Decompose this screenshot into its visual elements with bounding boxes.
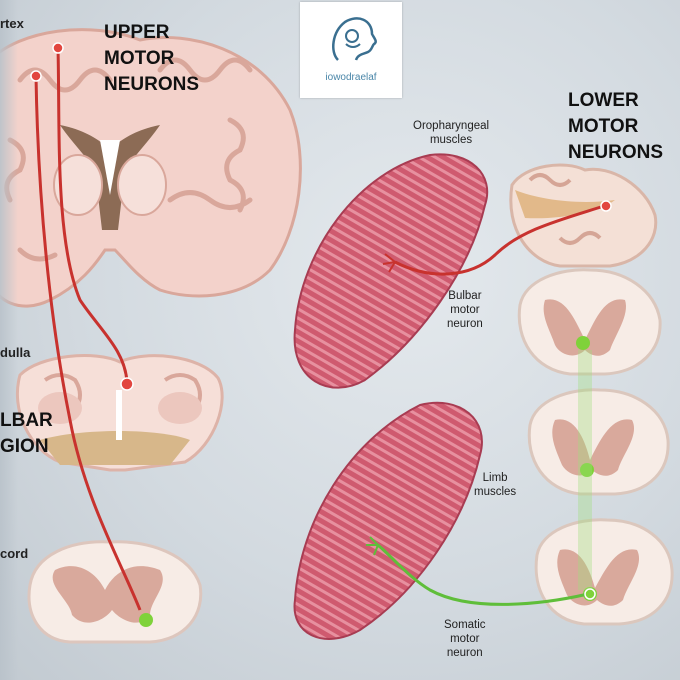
limb-muscles-label: Limb muscles (474, 472, 517, 498)
spinal-section-right-1 (517, 268, 662, 376)
upper-motor-neurons-title: UPPER MOTOR NEURONS (104, 22, 200, 95)
brand-logo: iowodraelaf (300, 2, 402, 98)
left-edge-fade (0, 0, 18, 680)
spinal-section-right-3 (534, 518, 674, 626)
spinal-cord-label: cord (0, 546, 29, 561)
bulbar-region-label: LBAR GION (0, 410, 53, 457)
spinal-section-right-2 (527, 388, 670, 496)
spinal-cord-section (27, 540, 203, 644)
oropharyngeal-muscles-label: Oropharyngeal muscles (413, 120, 490, 146)
medulla-label: dulla (0, 345, 31, 360)
cortex-label: rtex (0, 16, 24, 31)
bulbar-motor-neuron-pathway (382, 200, 612, 276)
lower-motor-neurons-title: LOWER MOTOR NEURONS (568, 90, 664, 163)
upper-neuron-body-1 (52, 42, 64, 54)
upper-neuron-body-2 (30, 70, 42, 82)
brain-section (0, 28, 302, 308)
bulbar-motor-neuron-label: Bulbar motor neuron (447, 290, 483, 330)
somatic-motor-neuron-label: Somatic motor neuron (444, 619, 486, 659)
oropharyngeal-muscle-bundle (293, 153, 489, 389)
limb-muscle-bundle (293, 401, 483, 640)
brainstem-section-right (509, 163, 658, 268)
bulbar-synapse (120, 377, 134, 391)
somatic-motor-neuron-pathway (366, 536, 596, 606)
spinal-column-connector (578, 350, 592, 590)
logo-wordmark: iowodraelaf (325, 72, 377, 83)
upper-motor-neuron-pathways (34, 47, 142, 611)
head-profile-icon (332, 17, 377, 61)
